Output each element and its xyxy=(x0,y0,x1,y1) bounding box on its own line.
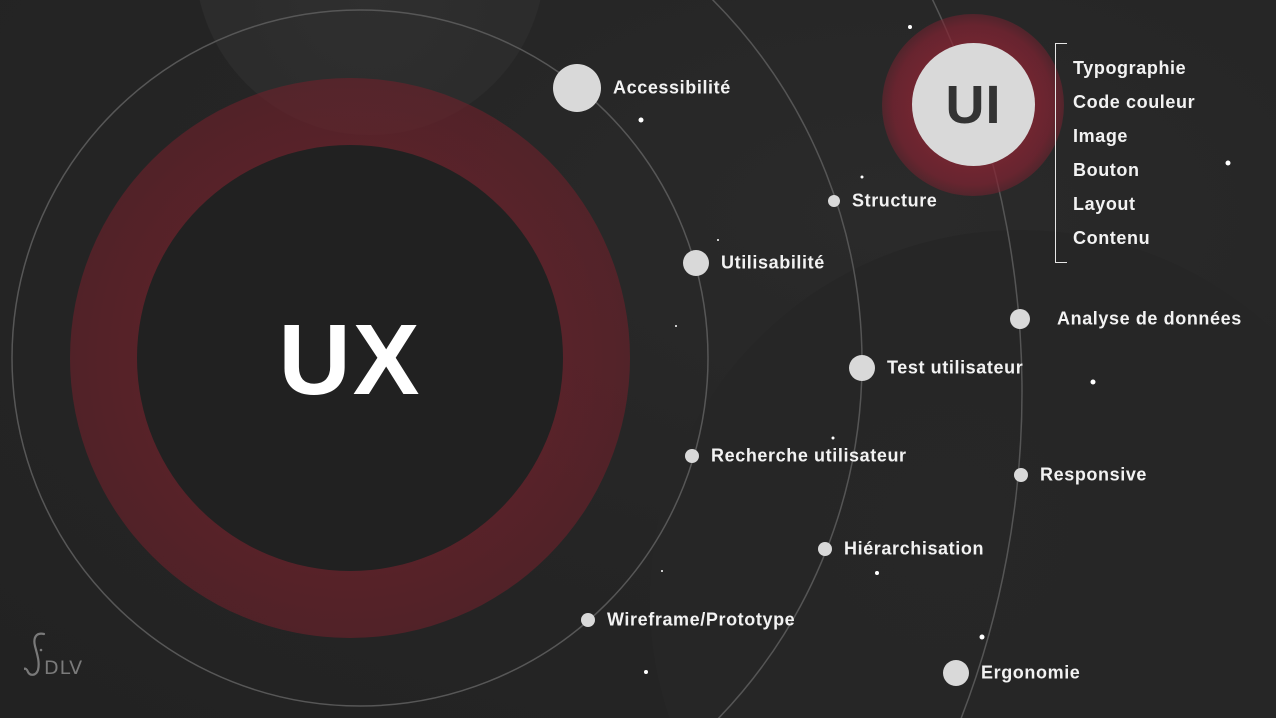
ui-items-list: Typographie Code couleur Image Bouton La… xyxy=(1073,56,1195,260)
ui-item: Bouton xyxy=(1073,160,1140,180)
star-dot xyxy=(831,436,835,440)
node-dot-recherche-utilisateur xyxy=(685,449,699,463)
ui-item: Image xyxy=(1073,126,1129,146)
brand-logo: DLV xyxy=(24,632,83,678)
star-dot xyxy=(717,239,719,241)
star-dot xyxy=(860,175,864,179)
node-label-responsive: Responsive xyxy=(1040,464,1148,485)
star-dot xyxy=(1090,379,1096,385)
node-label-ergonomie: Ergonomie xyxy=(981,662,1081,683)
star-dot xyxy=(644,670,648,674)
node-label-utilisabilite: Utilisabilité xyxy=(721,252,825,273)
ui-item: Layout xyxy=(1073,194,1136,214)
star-dot xyxy=(875,571,879,575)
node-dot-analyse-de-donnees xyxy=(1010,309,1030,329)
node-dot-test-utilisateur xyxy=(849,355,875,381)
node-dot-wireframe-prototype xyxy=(581,613,595,627)
node-label-accessibilite: Accessibilité xyxy=(613,77,731,98)
node-label-structure: Structure xyxy=(852,190,938,211)
ui-item: Code couleur xyxy=(1073,92,1196,112)
node-label-recherche-utilisateur: Recherche utilisateur xyxy=(711,445,907,466)
node-dot-hierarchisation xyxy=(818,542,832,556)
node-label-test-utilisateur: Test utilisateur xyxy=(887,357,1024,378)
node-label-hierarchisation: Hiérarchisation xyxy=(844,538,985,559)
orbit-ring-1 xyxy=(11,9,709,707)
star-dot xyxy=(1225,160,1231,166)
ui-item: Typographie xyxy=(1073,58,1187,78)
ui-circle: UI xyxy=(912,43,1035,166)
node-dot-accessibilite xyxy=(553,64,601,112)
node-dot-utilisabilite xyxy=(683,250,709,276)
star-dot xyxy=(638,117,644,123)
logo-text: DLV xyxy=(44,657,84,679)
node-dot-ergonomie xyxy=(943,660,969,686)
ux-circle: UX xyxy=(137,145,563,571)
star-dot xyxy=(675,325,677,327)
swan-logo-icon xyxy=(24,632,46,676)
star-dot xyxy=(979,634,985,640)
star-dot xyxy=(661,570,663,572)
node-dot-responsive xyxy=(1014,468,1028,482)
node-dot-structure xyxy=(828,195,840,207)
ui-item: Contenu xyxy=(1073,228,1151,248)
ui-items-bracket xyxy=(1055,43,1067,263)
ux-title: UX xyxy=(278,304,422,416)
node-label-wireframe-prototype: Wireframe/Prototype xyxy=(607,609,796,630)
star-dot xyxy=(908,25,912,29)
ui-title: UI xyxy=(945,74,1002,135)
orbit-ring-3 xyxy=(931,0,1023,718)
node-label-analyse-de-donnees: Analyse de données xyxy=(1057,308,1242,329)
